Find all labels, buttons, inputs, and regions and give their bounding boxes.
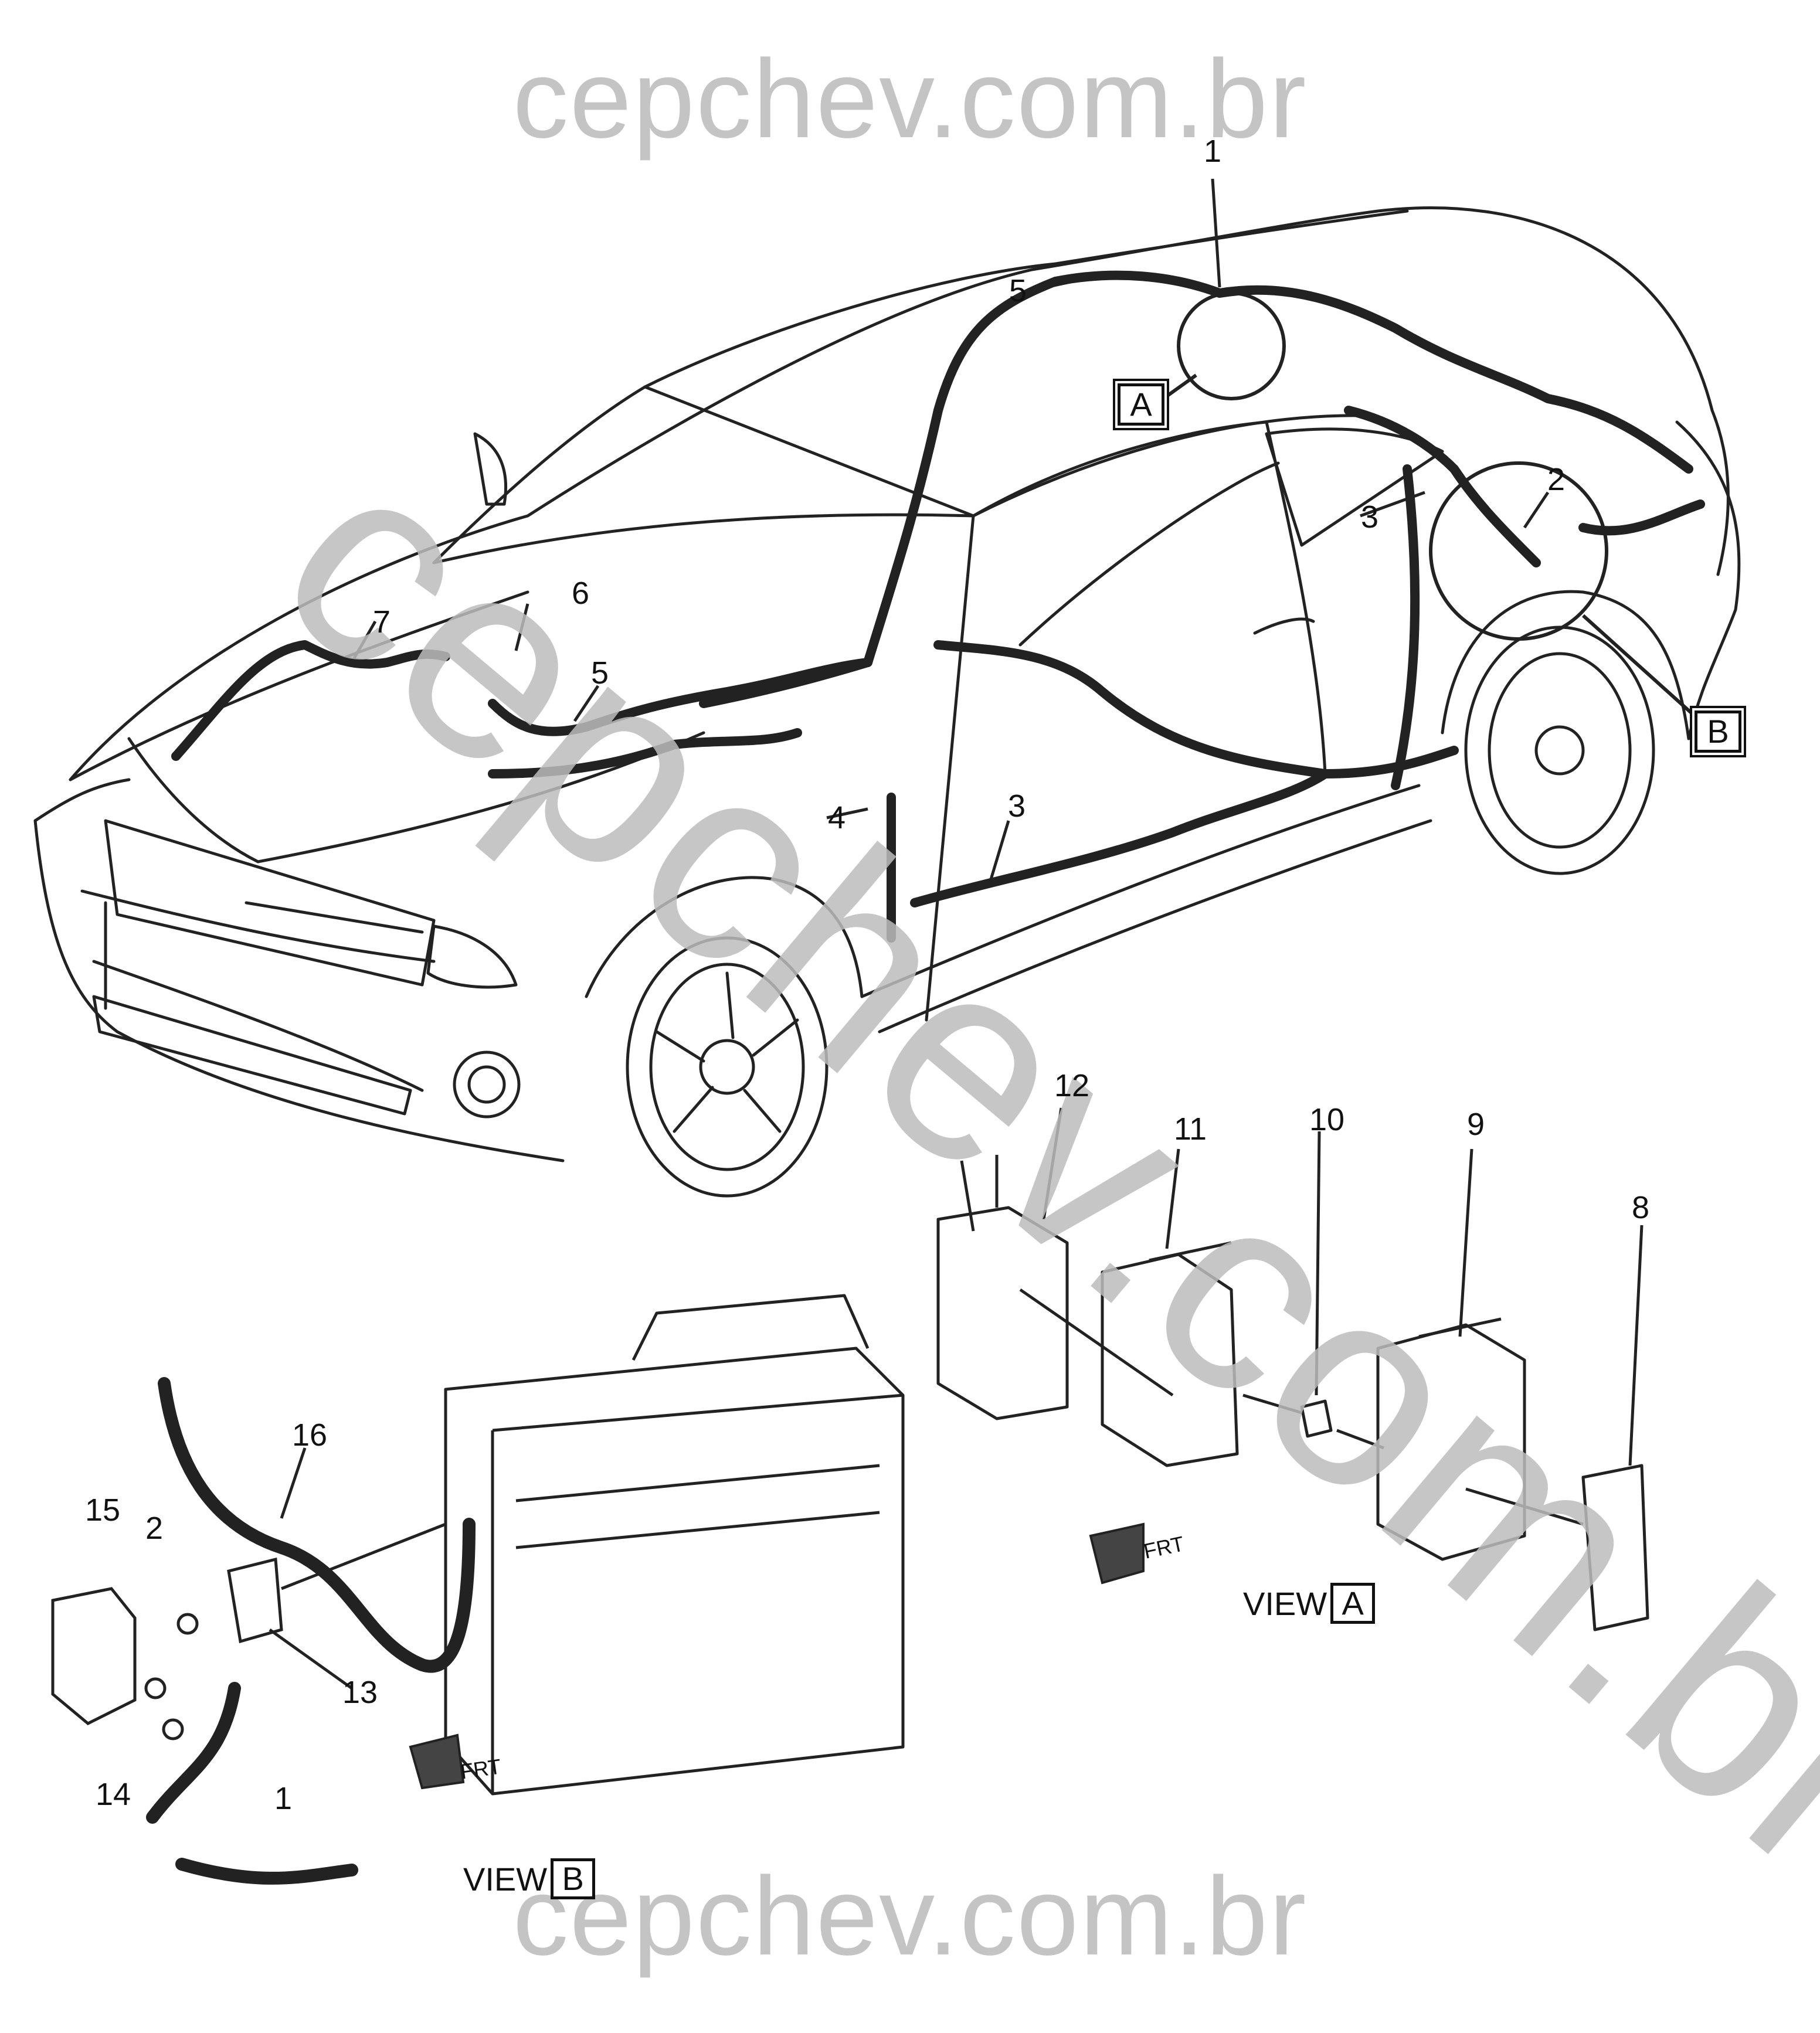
callout-3-top: 3 xyxy=(1360,499,1379,535)
callout-3-bottom: 3 xyxy=(1007,788,1026,824)
callout-13: 13 xyxy=(342,1675,378,1710)
callout-2-top: 2 xyxy=(1547,462,1566,497)
callout-14: 14 xyxy=(95,1777,131,1812)
callout-5-top: 5 xyxy=(1009,273,1027,308)
watermark-bottom: cepchev.com.br xyxy=(512,1854,1308,1978)
callout-1-top: 1 xyxy=(1203,134,1222,169)
view-a-text: VIEW xyxy=(1243,1585,1327,1622)
callout-2-battery: 2 xyxy=(145,1511,164,1546)
view-a-label: VIEW A xyxy=(1243,1583,1376,1624)
detail-marker-a: A xyxy=(1118,383,1164,426)
callout-9: 9 xyxy=(1466,1107,1485,1142)
leader-lines xyxy=(269,178,1644,1690)
callout-6: 6 xyxy=(571,576,590,611)
callout-1-battery: 1 xyxy=(274,1781,293,1816)
callout-15: 15 xyxy=(84,1493,121,1528)
callout-10: 10 xyxy=(1309,1102,1345,1137)
callout-8: 8 xyxy=(1631,1190,1650,1225)
harness-bundles xyxy=(171,270,1705,943)
battery xyxy=(444,1294,905,1796)
detail-circles xyxy=(1154,291,1702,723)
view-b-label: VIEW B xyxy=(463,1858,596,1899)
callout-11: 11 xyxy=(1173,1111,1207,1147)
front-arrows xyxy=(409,1522,1145,1790)
callout-7: 7 xyxy=(372,604,391,640)
detail-marker-b: B xyxy=(1695,710,1741,753)
callout-16: 16 xyxy=(291,1417,328,1453)
view-b-box: B xyxy=(551,1858,596,1899)
detail-circle-a xyxy=(1177,291,1286,400)
fuse-block-parts xyxy=(936,1155,1649,1631)
battery-sensor-parts xyxy=(51,1522,446,1740)
view-a-box: A xyxy=(1330,1583,1376,1624)
car-body xyxy=(33,206,1741,1198)
view-b-text: VIEW xyxy=(463,1860,548,1898)
callout-5-mid: 5 xyxy=(590,655,609,691)
detail-circle-b xyxy=(1429,461,1608,641)
battery-cables xyxy=(146,1377,476,1885)
watermark-top: cepchev.com.br xyxy=(512,37,1308,161)
callout-12: 12 xyxy=(1054,1068,1090,1103)
callout-4: 4 xyxy=(827,800,846,835)
